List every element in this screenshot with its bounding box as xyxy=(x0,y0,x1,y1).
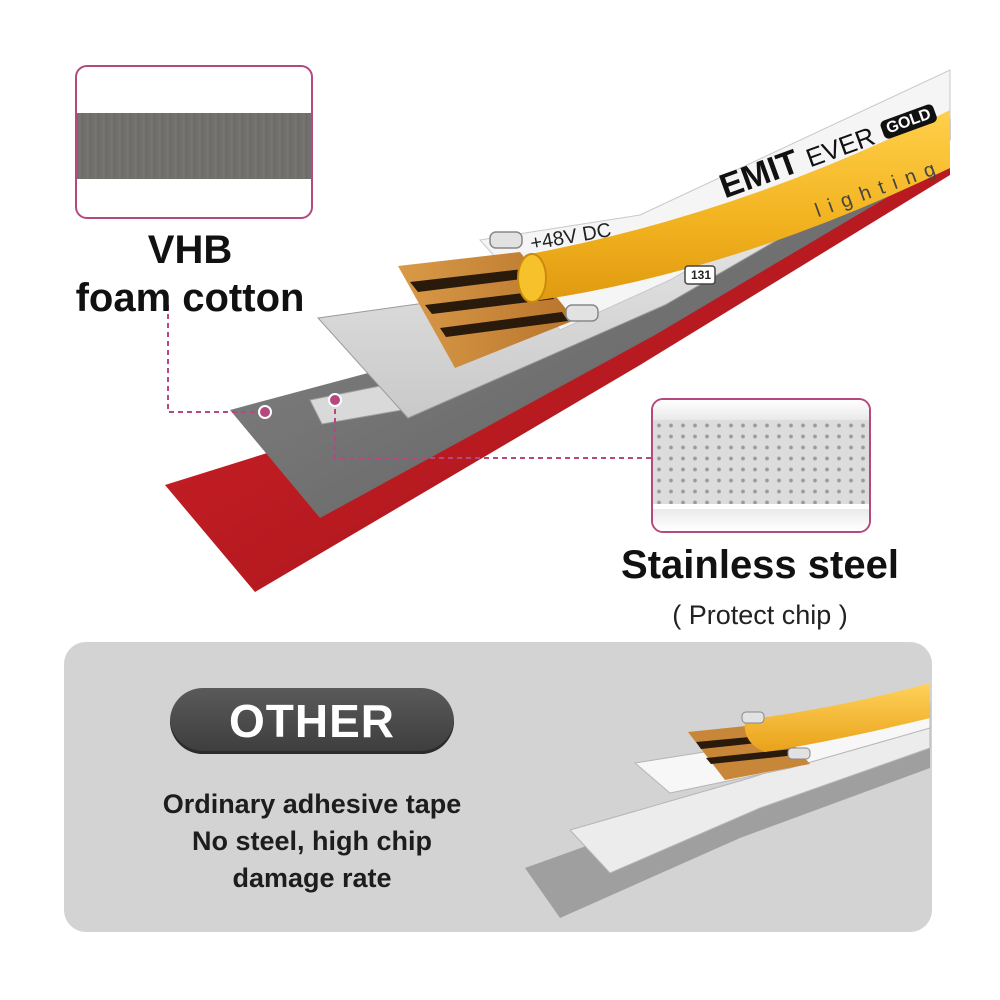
other-desc-line1: Ordinary adhesive tape xyxy=(162,789,462,819)
steel-leader-line xyxy=(334,400,652,459)
other-desc-line3: damage rate xyxy=(232,863,392,893)
chip-code-text: 131 xyxy=(690,268,712,282)
other-strip-illustration xyxy=(525,683,931,918)
other-badge: OTHER xyxy=(170,688,454,754)
other-desc-line2: No steel, high chip xyxy=(191,826,433,856)
vhb-label: VHB foam cotton xyxy=(40,226,340,322)
vhb-label-line1: VHB xyxy=(147,228,233,272)
steel-mesh-swatch xyxy=(653,420,869,504)
steel-label: Stainless steel xyxy=(621,543,899,587)
cob-yellow-tube xyxy=(520,110,950,300)
vhb-leader-line xyxy=(167,305,265,413)
vhb-label-line2: foam cotton xyxy=(75,276,305,320)
vhb-callout-box xyxy=(75,65,313,219)
vhb-foam-swatch xyxy=(77,113,311,179)
steel-callout-box xyxy=(651,398,871,533)
steel-sublabel: ( Protect chip ) xyxy=(672,600,848,630)
